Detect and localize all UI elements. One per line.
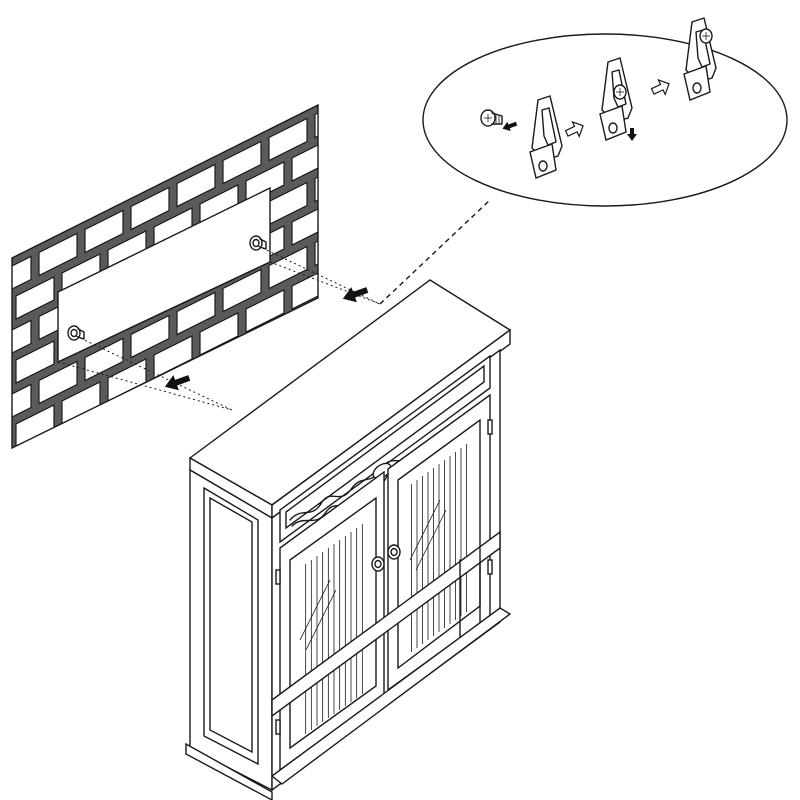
brick [0, 492, 8, 534]
brick [407, 178, 445, 220]
brick [314, 222, 318, 267]
brick [12, 447, 32, 448]
brick [0, 428, 8, 470]
hanging-bracket-icon [529, 95, 563, 179]
brick [130, 314, 170, 359]
push-arrow-icon [164, 375, 191, 391]
push-arrow-icon [342, 287, 369, 303]
brick [245, 353, 285, 397]
brick [222, 140, 262, 185]
brick [38, 232, 78, 277]
brick [384, 157, 422, 199]
open-shelf [271, 530, 501, 718]
hanging-bracket-icon [683, 17, 717, 101]
door-knob-left [371, 556, 385, 572]
alignment-guides [57, 245, 381, 411]
brick [130, 442, 170, 448]
brick [361, 201, 399, 243]
detail-callout [379, 17, 788, 305]
brick [245, 289, 285, 333]
brick [0, 300, 8, 342]
brick [15, 276, 55, 320]
wall-cabinet [185, 279, 512, 800]
hinge [487, 419, 493, 435]
brick [12, 255, 32, 300]
brick [199, 376, 239, 420]
brick [268, 117, 308, 162]
door-knob-right [387, 544, 401, 560]
brick [0, 236, 8, 278]
brick [338, 116, 376, 158]
brick [314, 105, 318, 139]
hinge [275, 719, 281, 735]
hollow-arrow-icon [564, 120, 584, 138]
brick [384, 93, 422, 135]
left-door [279, 470, 385, 772]
brick [361, 265, 399, 307]
brick [15, 340, 55, 384]
down-arrow-icon [627, 128, 637, 141]
brick [314, 158, 318, 203]
brick [12, 319, 32, 364]
brick [12, 383, 32, 428]
brick [176, 291, 216, 336]
push-arrow-icon [502, 121, 518, 132]
brick [338, 180, 376, 222]
brick [268, 245, 308, 290]
brick [107, 422, 147, 448]
brick [39, 490, 77, 532]
brick [338, 52, 376, 94]
brick [38, 360, 78, 405]
brick [338, 244, 376, 286]
cabinet-base [270, 607, 512, 785]
brick [0, 513, 31, 555]
brick [84, 209, 124, 254]
brick [61, 445, 101, 448]
brick [222, 268, 262, 313]
brick [84, 337, 124, 382]
brick [0, 364, 8, 406]
brick [176, 163, 216, 208]
brick [245, 161, 285, 205]
brick [153, 399, 193, 443]
brick [16, 469, 54, 511]
hanging-bracket-icon [599, 57, 633, 141]
wall-anchor-screw-icon [480, 109, 503, 127]
brick [384, 29, 422, 71]
brick [361, 137, 399, 179]
hinge [275, 569, 281, 585]
brick [130, 186, 170, 231]
brick [361, 73, 399, 115]
hollow-arrow-icon [650, 78, 670, 96]
brick [85, 467, 123, 509]
brick [199, 312, 239, 356]
hinge [487, 559, 493, 575]
brick [384, 221, 422, 263]
